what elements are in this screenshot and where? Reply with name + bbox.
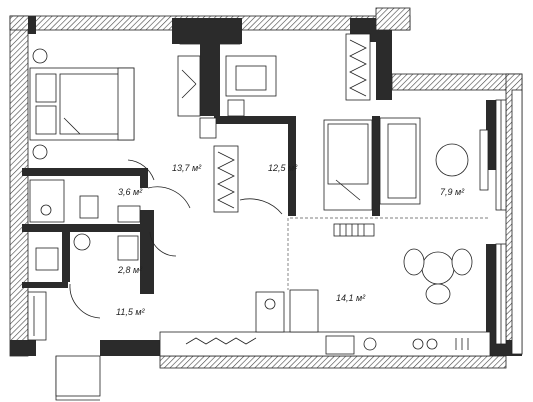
wardrobe-bedroom <box>177 55 201 117</box>
room-area-bedroom: 13,7 м² <box>172 163 202 173</box>
balcony-boundary <box>287 217 490 290</box>
radiator <box>333 223 375 237</box>
day-bed <box>323 119 373 211</box>
entrance-door <box>55 355 101 397</box>
wardrobe-corridor <box>213 33 371 213</box>
room-area-balcony: 7,9 м² <box>440 187 465 197</box>
room-area-kitchen: 14,1 м² <box>336 293 366 303</box>
desk-chair <box>199 55 277 139</box>
sofa <box>379 117 489 205</box>
room-area-corridor: 12,5 м² <box>268 163 298 173</box>
window-right <box>495 89 523 355</box>
room-area-wc: 2,8 м² <box>118 265 143 275</box>
room-area-hall: 11,5 м² <box>116 307 145 317</box>
bathroom-fixtures <box>29 179 141 271</box>
kitchen-counter <box>159 289 491 357</box>
room-area-bathroom: 3,6 м² <box>118 187 143 197</box>
hall-storage <box>27 291 47 341</box>
dining-table <box>403 248 473 305</box>
double-bed <box>29 48 135 160</box>
